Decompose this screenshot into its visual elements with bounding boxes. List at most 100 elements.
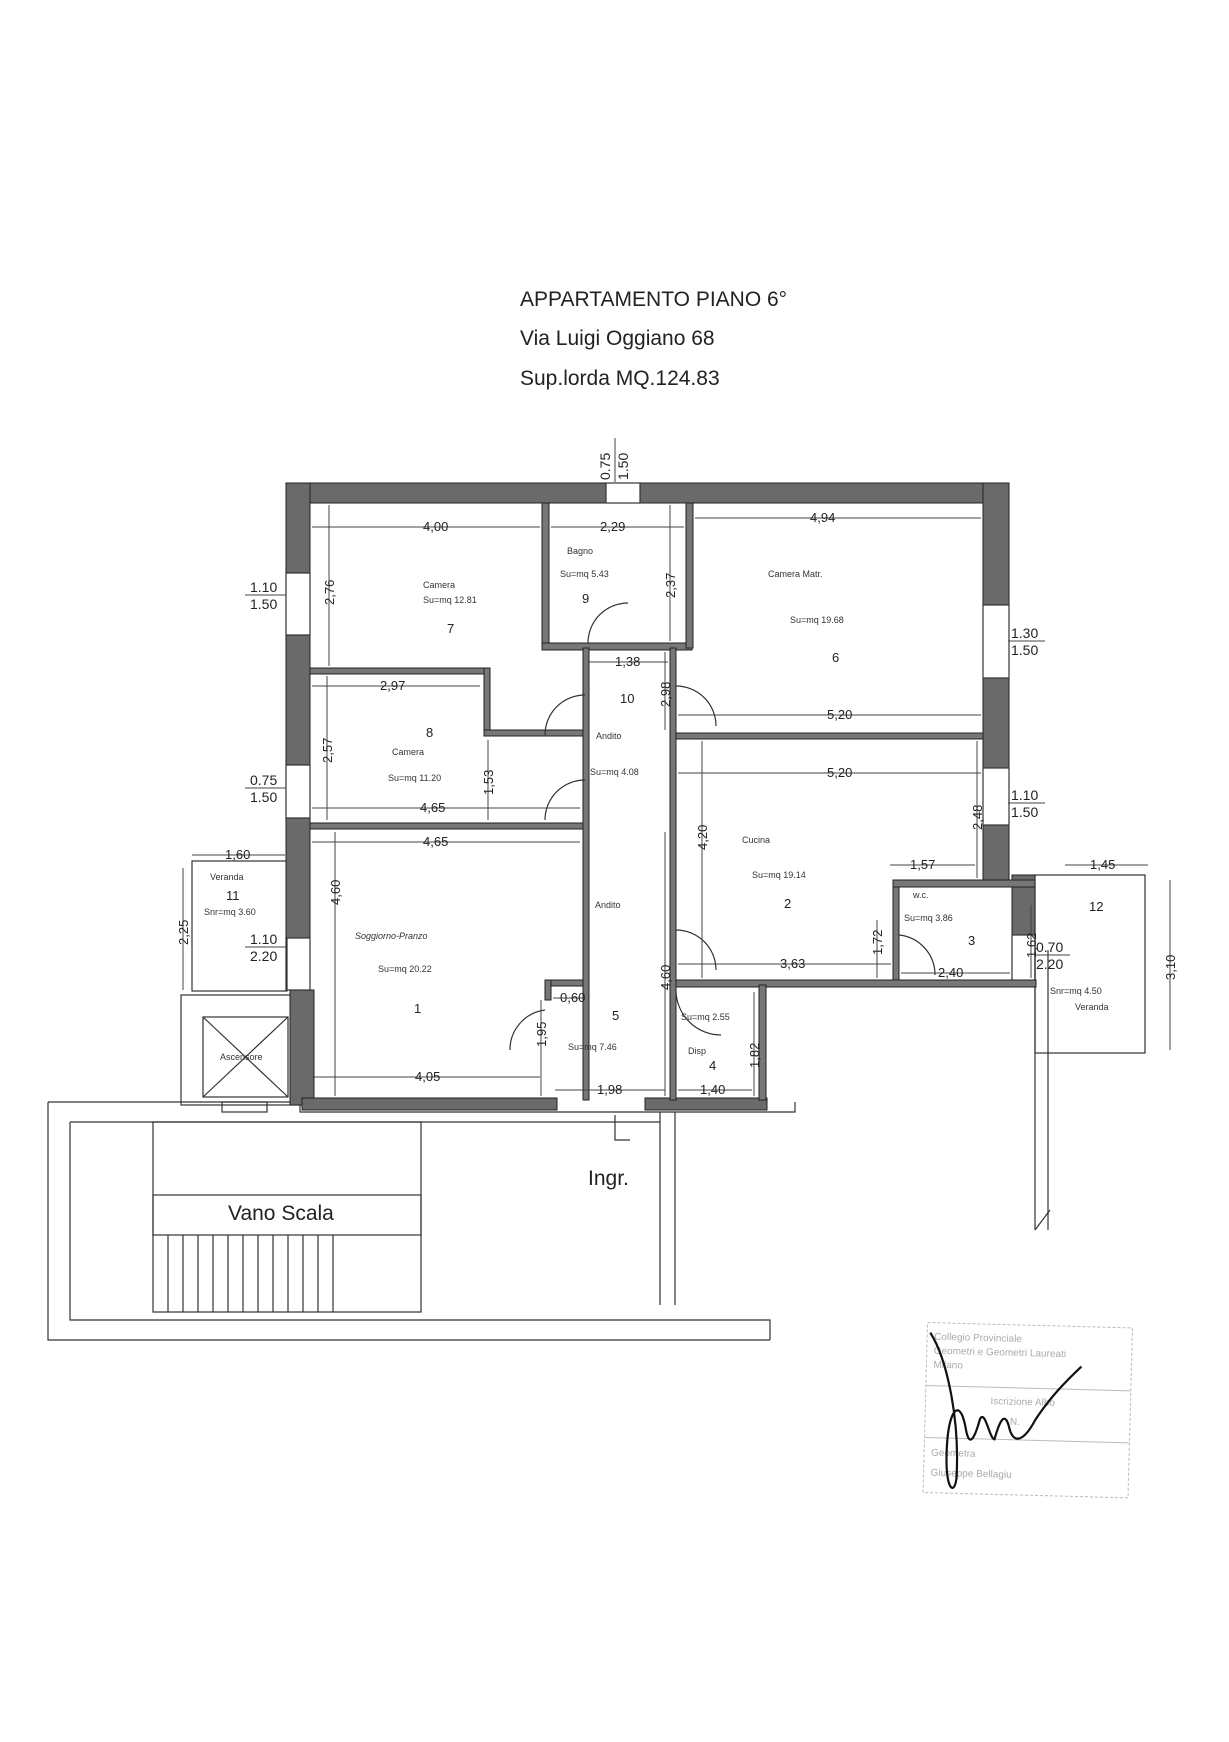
dimension-label: 1,95 [534, 1022, 549, 1047]
dimension-label: 4,20 [695, 825, 710, 850]
window-label: 1.30 1.50 [1008, 625, 1045, 658]
room-area: Su=mq 19.68 [790, 615, 844, 625]
room-area: Su=mq 2.55 [681, 1012, 730, 1022]
building-surroundings: Vano Scala Ingr. [47, 950, 1051, 1341]
window-height: 1.50 [250, 596, 277, 612]
dimension-label: 4,94 [810, 510, 835, 525]
room-number: 6 [832, 650, 839, 665]
dimension-label: 4,05 [415, 1069, 440, 1084]
room-name: Camera [423, 580, 455, 590]
svg-text:Giuseppe Bellagiu: Giuseppe Bellagiu [930, 1468, 1011, 1481]
plan-title: APPARTAMENTO PIANO 6° [520, 288, 787, 311]
interior-walls [309, 502, 1037, 1101]
window-label: 1.10 1.50 [245, 579, 286, 612]
room-area: Snr=mq 4.50 [1050, 986, 1102, 996]
room-6: Camera Matr. Su=mq 19.68 6 [768, 569, 844, 665]
elevator: Ascensore [180, 994, 301, 1113]
dimension-label: 2,37 [663, 573, 678, 598]
dimension-label: 3,63 [780, 956, 805, 971]
room-3: w.c. Su=mq 3.86 3 [904, 890, 975, 948]
exterior-walls [285, 482, 1036, 1111]
entrance-label: Ingr. [588, 1167, 629, 1190]
dimension-label: 1,60 [225, 847, 250, 862]
room-name: Andito [596, 731, 622, 741]
room-number: 7 [447, 621, 454, 636]
window-label: 0.70 2.20 [1034, 939, 1070, 972]
room-area: Su=mq 5.43 [560, 569, 609, 579]
dimension-label: 0,60 [560, 990, 585, 1005]
room-number: 9 [582, 591, 589, 606]
window-height: 1.50 [250, 789, 277, 805]
doors [509, 602, 936, 1051]
room-area: Snr=mq 3.60 [204, 907, 256, 917]
window-height: 1.50 [1011, 642, 1038, 658]
window-label: 0.75 1.50 [597, 438, 631, 482]
room-name: w.c. [912, 890, 929, 900]
room-labels: Camera Su=mq 12.81 7 Bagno Su=mq 5.43 9 … [204, 546, 1109, 1073]
window-height: 1.50 [1011, 804, 1038, 820]
room-10: 10 Andito Su=mq 4.08 [590, 691, 639, 777]
window-width: 0.75 [250, 772, 277, 788]
dimension-label: 4,60 [658, 965, 673, 990]
room-7: Camera Su=mq 12.81 7 [423, 580, 477, 636]
room-area: Su=mq 19.14 [752, 870, 806, 880]
room-number: 11 [226, 888, 240, 903]
svg-text:Collegio Provinciale: Collegio Provinciale [934, 1332, 1023, 1345]
window-height: 1.50 [615, 453, 631, 480]
professional-stamp: Collegio Provinciale Geometri e Geometri… [922, 1322, 1133, 1499]
window-width: 1.10 [1011, 787, 1038, 803]
room-number: 8 [426, 725, 433, 740]
room-number: 12 [1089, 899, 1103, 914]
room-12: 12 Snr=mq 4.50 Veranda [1050, 899, 1109, 1012]
room-5: Andito 5 Su=mq 7.46 [568, 900, 621, 1052]
plan-header: APPARTAMENTO PIANO 6° Via Luigi Oggiano … [520, 288, 787, 390]
dimension-label: 4,65 [423, 834, 448, 849]
dimension-label: 1,57 [910, 857, 935, 872]
dimension-label: 4,65 [420, 800, 445, 815]
room-area: Su=mq 12.81 [423, 595, 477, 605]
dimension-label: 5,20 [827, 707, 852, 722]
room-9: Bagno Su=mq 5.43 9 [560, 546, 609, 606]
window-label: 1.10 2.20 [245, 931, 286, 964]
room-number: 4 [709, 1058, 716, 1073]
dimension-label: 4,00 [423, 519, 448, 534]
window-height: 2.20 [250, 948, 277, 964]
room-area: Su=mq 11.20 [388, 773, 441, 783]
room-area: Su=mq 7.46 [568, 1042, 617, 1052]
room-number: 1 [414, 1001, 421, 1016]
window-width: 1.10 [250, 931, 277, 947]
dimension-label: 1,62 [1024, 933, 1039, 958]
stair-steps [167, 1235, 334, 1312]
dimension-labels: 4,00 2,29 4,94 2,76 2,37 1,38 2,98 5,20 … [176, 510, 1178, 1097]
dimension-label: 1,53 [481, 770, 496, 795]
dimension-label: 2,25 [176, 920, 191, 945]
dimension-label: 4,60 [328, 880, 343, 905]
room-1: Soggiorno-Pranzo Su=mq 20.22 1 [355, 931, 432, 1016]
room-name: Camera [392, 747, 424, 757]
room-name: Bagno [567, 546, 593, 556]
window-label: 0.75 1.50 [245, 772, 286, 805]
dimension-label: 2,40 [938, 965, 963, 980]
window-labels: 0.75 1.50 1.10 1.50 0.75 1.50 1.30 1.50 … [245, 438, 1070, 972]
dimension-label: 3,10 [1163, 955, 1178, 980]
room-name: Soggiorno-Pranzo [355, 931, 428, 941]
svg-text:Geometri e Geometri Laureati: Geometri e Geometri Laureati [934, 1346, 1067, 1360]
window-label: 1.10 1.50 [1008, 787, 1045, 820]
window-height: 2.20 [1036, 956, 1063, 972]
room-name: Cucina [742, 835, 770, 845]
room-name: Andito [595, 900, 621, 910]
room-area: Su=mq 20.22 [378, 964, 432, 974]
dimension-label: 1,45 [1090, 857, 1115, 872]
svg-text:Geometra: Geometra [931, 1448, 976, 1460]
room-number: 10 [620, 691, 634, 706]
room-name: Disp [688, 1046, 706, 1056]
window-width: 1.10 [250, 579, 277, 595]
dimension-label: 1,98 [597, 1082, 622, 1097]
signature [929, 1332, 1083, 1489]
window-width: 0.75 [597, 453, 613, 480]
dimension-label: 2,57 [320, 738, 335, 763]
plan-address: Via Luigi Oggiano 68 [520, 327, 715, 350]
dimension-label: 5,20 [827, 765, 852, 780]
room-area: Su=mq 4.08 [590, 767, 639, 777]
